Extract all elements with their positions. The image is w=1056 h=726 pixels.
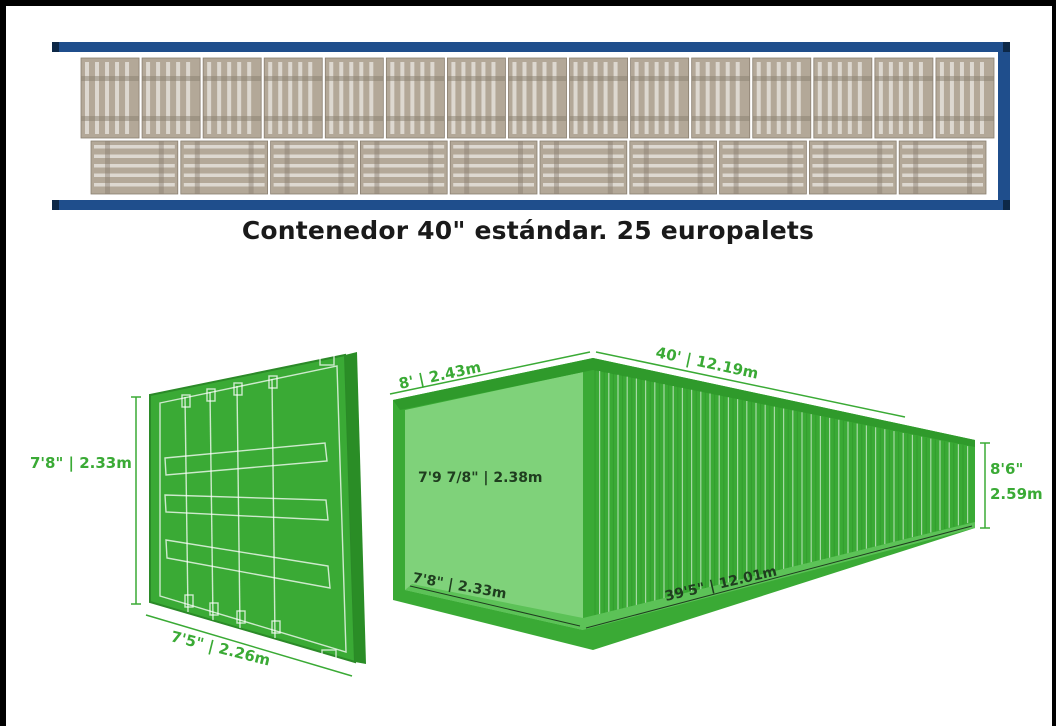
container-height-label-line1: 8'6": [990, 460, 1023, 478]
pallet-layout: [52, 42, 1010, 210]
container-long-view: 8' | 2.43m 40' | 12.19m 8'6" 2.59m 7'9 7…: [389, 343, 1043, 650]
pallet: [874, 57, 934, 139]
door-side-edge: [345, 352, 366, 664]
pallet: [180, 140, 269, 195]
container-corner-bl: [52, 200, 59, 210]
inner-height-label: 7'9 7/8" | 2.38m: [418, 470, 543, 486]
pallet: [508, 57, 567, 139]
container-height-label-line2: 2.59m: [990, 485, 1043, 503]
container-top-wall: [52, 42, 1010, 52]
container-length-dim-line: [595, 351, 906, 418]
container-corner-tr: [1003, 42, 1010, 52]
pallet: [263, 57, 323, 139]
pallet: [270, 140, 358, 195]
container-corner-br: [1003, 200, 1010, 210]
pallet: [446, 57, 506, 139]
container-corner-tl: [52, 42, 59, 52]
pallet: [202, 57, 262, 139]
door-width-dim-line: [145, 614, 353, 677]
pallet: [359, 140, 448, 195]
caption: Contenedor 40" estándar. 25 europalets: [241, 216, 815, 245]
pallet: [449, 140, 538, 195]
container-width-dim-line: [389, 351, 591, 395]
pallet: [80, 57, 140, 139]
pallet: [898, 140, 987, 195]
pallet-row-crosswise: [90, 140, 987, 195]
pallet: [90, 140, 179, 195]
container-door-view: 7'8" | 2.33m 7'5" | 2.26m: [30, 352, 366, 677]
pallet: [539, 140, 628, 195]
pallet-row-lengthwise: [80, 57, 995, 139]
pallet: [719, 140, 807, 195]
pallet: [809, 140, 897, 195]
pallet: [935, 57, 995, 139]
pallet: [324, 57, 384, 139]
pallet: [691, 57, 751, 139]
container-roof-band: [393, 358, 975, 447]
door-panel: [149, 353, 357, 664]
pallet: [141, 57, 201, 139]
door-height-label: 7'8" | 2.33m: [30, 454, 132, 473]
pallet: [385, 57, 445, 139]
inner-width-dim-line: [409, 585, 581, 627]
container-interior: [405, 372, 583, 630]
door-lines: [159, 352, 347, 663]
pallet: [569, 57, 628, 139]
pallet: [752, 57, 812, 139]
pallet: [630, 57, 690, 139]
container-bottom-wall: [52, 200, 1010, 210]
pallet: [813, 57, 873, 139]
inner-length-dim-line: [585, 525, 973, 629]
container-side-ribs: [594, 370, 969, 618]
pallet: [629, 140, 717, 195]
container-right-wall: [998, 42, 1010, 210]
